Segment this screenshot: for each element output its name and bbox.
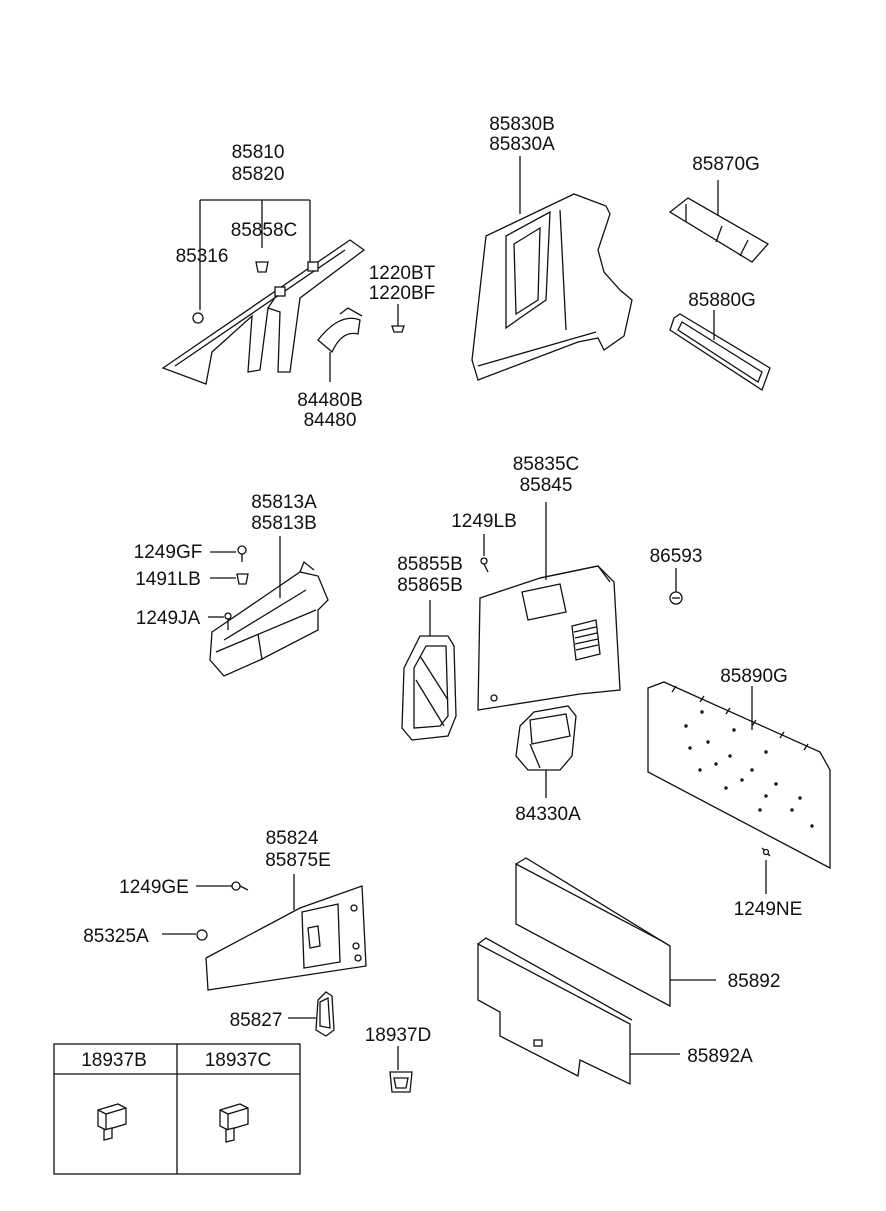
- quarter-trim-85830: [471, 193, 633, 381]
- clip-18937C-icon: [219, 1103, 249, 1143]
- label-84480B: 84480B: [297, 390, 363, 411]
- label-18937D: 18937D: [365, 1025, 432, 1046]
- label-85855B: 85855B: [397, 554, 463, 575]
- label-85820: 85820: [232, 164, 285, 185]
- label-85813A: 85813A: [251, 492, 317, 513]
- label-1249GF: 1249GF: [134, 542, 203, 563]
- mat-85892: [515, 857, 671, 1008]
- clip-1491LB-icon: [236, 573, 249, 585]
- label-85830B: 85830B: [489, 114, 555, 135]
- panel-85880G: [669, 313, 771, 391]
- label-85892A: 85892A: [687, 1046, 753, 1067]
- leader-85810: [199, 199, 311, 310]
- label-85835C: 85835C: [513, 454, 580, 475]
- bracket-85870G: [668, 197, 770, 263]
- label-86593: 86593: [650, 546, 703, 567]
- label-1249LB: 1249LB: [451, 511, 517, 532]
- label-1249JA: 1249JA: [136, 608, 201, 629]
- window-panel-85855B: [401, 635, 457, 741]
- label-85892: 85892: [728, 971, 781, 992]
- label-85858C: 85858C: [231, 220, 298, 241]
- clip-18937B-icon: [97, 1103, 127, 1141]
- label-18937C: 18937C: [205, 1050, 272, 1071]
- clip-85325A-icon: [196, 929, 208, 941]
- label-85875E: 85875E: [265, 850, 331, 871]
- clip-18937D-icon: [389, 1071, 413, 1093]
- label-85870G: 85870G: [692, 154, 760, 175]
- label-85827: 85827: [230, 1010, 283, 1031]
- label-18937B: 18937B: [81, 1050, 147, 1071]
- clip-86593-icon: [669, 591, 683, 605]
- screw-1249GF-icon: [237, 545, 247, 562]
- label-85316: 85316: [176, 246, 229, 267]
- mat-85892A: [477, 937, 633, 1086]
- label-85813B: 85813B: [251, 513, 317, 534]
- screw-1249JA-icon: [224, 612, 232, 630]
- step-trim-85813: [209, 560, 329, 677]
- screw-1249LB-icon: [480, 557, 489, 573]
- label-1249NE: 1249NE: [734, 899, 803, 920]
- label-84480: 84480: [304, 410, 357, 431]
- label-1249GE: 1249GE: [119, 877, 189, 898]
- label-85810: 85810: [232, 142, 285, 163]
- clip-table: [53, 1043, 301, 1175]
- board-85890G: [647, 681, 831, 870]
- label-85865B: 85865B: [397, 575, 463, 596]
- label-1220BT: 1220BT: [369, 263, 436, 284]
- screw-1249NE-icon: [761, 847, 771, 857]
- label-85880G: 85880G: [688, 290, 756, 311]
- screw-85316-icon: [192, 312, 204, 324]
- pillar-trim-85810: [161, 239, 366, 385]
- clip-85858C-icon: [255, 261, 269, 273]
- lower-trim-85824: [205, 885, 367, 991]
- label-85890G: 85890G: [720, 666, 788, 687]
- label-85845: 85845: [520, 475, 573, 496]
- screw-1220BT-icon: [391, 304, 405, 333]
- label-1491LB: 1491LB: [135, 569, 201, 590]
- hook-85827: [315, 991, 335, 1037]
- bracket-84480-icon: [317, 307, 363, 354]
- label-85824: 85824: [266, 828, 319, 849]
- label-1220BF: 1220BF: [369, 283, 436, 304]
- label-85830A: 85830A: [489, 134, 555, 155]
- holder-84330A: [515, 705, 577, 771]
- label-85325A: 85325A: [83, 926, 149, 947]
- side-trim-85835C: [477, 565, 621, 711]
- bolt-1249GE-icon: [231, 881, 249, 891]
- label-84330A: 84330A: [515, 804, 581, 825]
